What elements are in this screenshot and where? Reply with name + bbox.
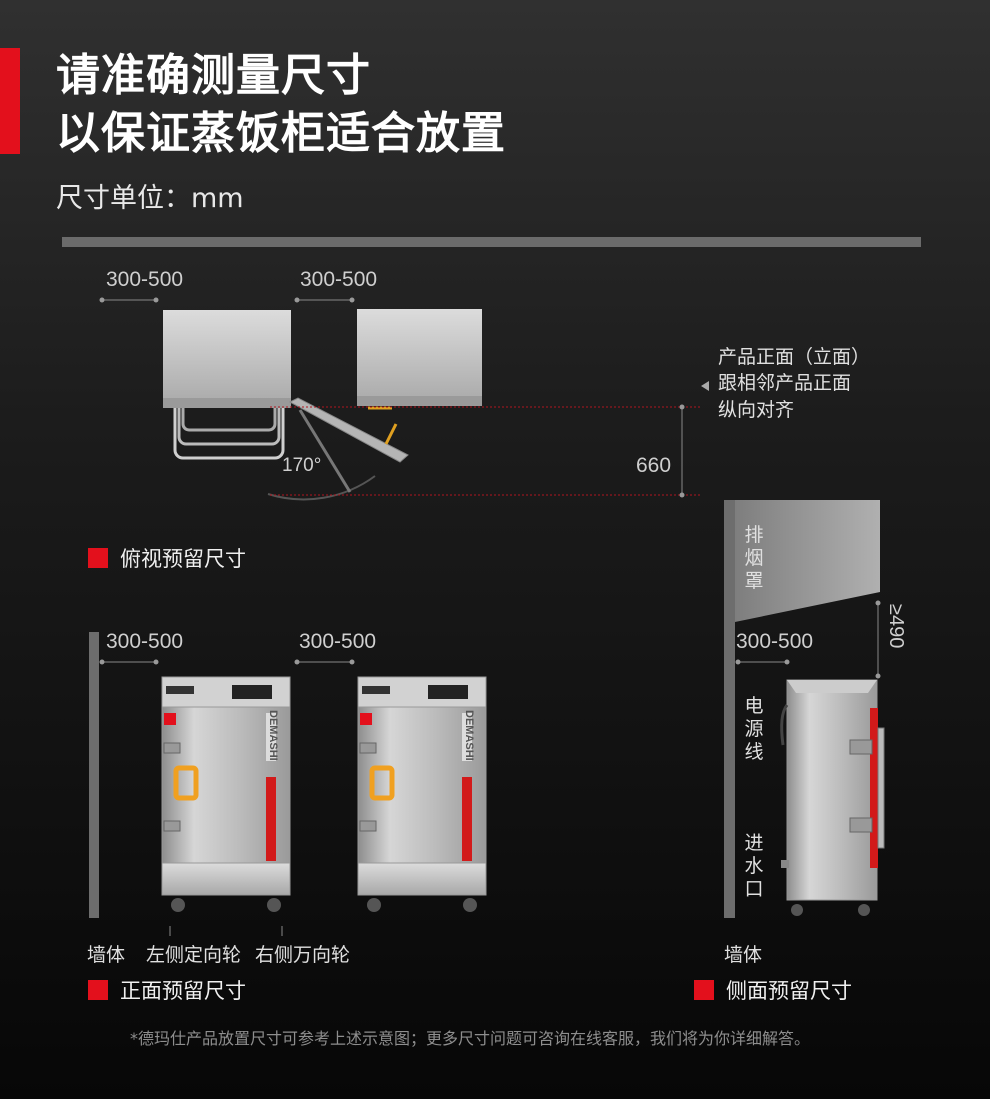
legend-front-view-label: 正面预留尺寸 [120, 979, 246, 1003]
cabinet-front-2 [357, 676, 487, 912]
legend-top-view-label: 俯视预留尺寸 [120, 547, 246, 571]
front-gap-right-label: 300-500 [299, 630, 377, 653]
side-gap-label: 300-500 [736, 630, 814, 653]
legend-side-view-label: 侧面预留尺寸 [726, 979, 852, 1003]
brand-label-2: DEMASHI [463, 710, 475, 761]
top-view-drawing [99, 297, 709, 501]
front-wall-label: 墙体 [87, 944, 126, 966]
top-gap-left-label: 300-500 [106, 268, 184, 291]
footer-note: *德玛仕产品放置尺寸可参考上述示意图；更多尺寸问题可咨询在线客服，我们将为你详细… [130, 1029, 811, 1048]
side-wall-label: 墙体 [724, 944, 763, 966]
right-wheel-label: 右侧万向轮 [255, 944, 351, 966]
legend-swatch [88, 980, 108, 1000]
legend-swatch [694, 980, 714, 1000]
note-line-3: 纵向对齐 [718, 399, 795, 421]
unit-label: 尺寸单位：mm [56, 183, 244, 214]
brand-label-1: DEMASHI [267, 710, 279, 761]
front-view-drawing [89, 632, 355, 936]
depth-label: 660 [636, 454, 672, 477]
side-view-drawing [724, 500, 885, 918]
title-line-2: 以保证蒸饭柜适合放置 [56, 108, 506, 159]
divider-bar [62, 237, 921, 247]
front-gap-left-label: 300-500 [106, 630, 184, 653]
legend-swatch [88, 548, 108, 568]
power-cord-label: 电源线 [744, 695, 764, 763]
door-angle-label: 170° [282, 455, 322, 476]
accent-bar [0, 48, 20, 154]
note-line-1: 产品正面（立面） [718, 346, 871, 368]
legend-front-view: 正面预留尺寸 [88, 975, 246, 1005]
note-line-2: 跟相邻产品正面 [718, 372, 852, 394]
cabinet-front-1 [161, 676, 291, 912]
legend-top-view: 俯视预留尺寸 [88, 543, 246, 573]
water-inlet-label: 进水口 [744, 832, 764, 900]
clearance-label: ≥490 [885, 604, 907, 649]
hood-label: 排烟罩 [744, 524, 764, 592]
left-wheel-label: 左侧定向轮 [146, 944, 242, 966]
top-gap-right-label: 300-500 [300, 268, 378, 291]
legend-side-view: 侧面预留尺寸 [694, 975, 852, 1005]
title-line-1: 请准确测量尺寸 [56, 50, 371, 101]
